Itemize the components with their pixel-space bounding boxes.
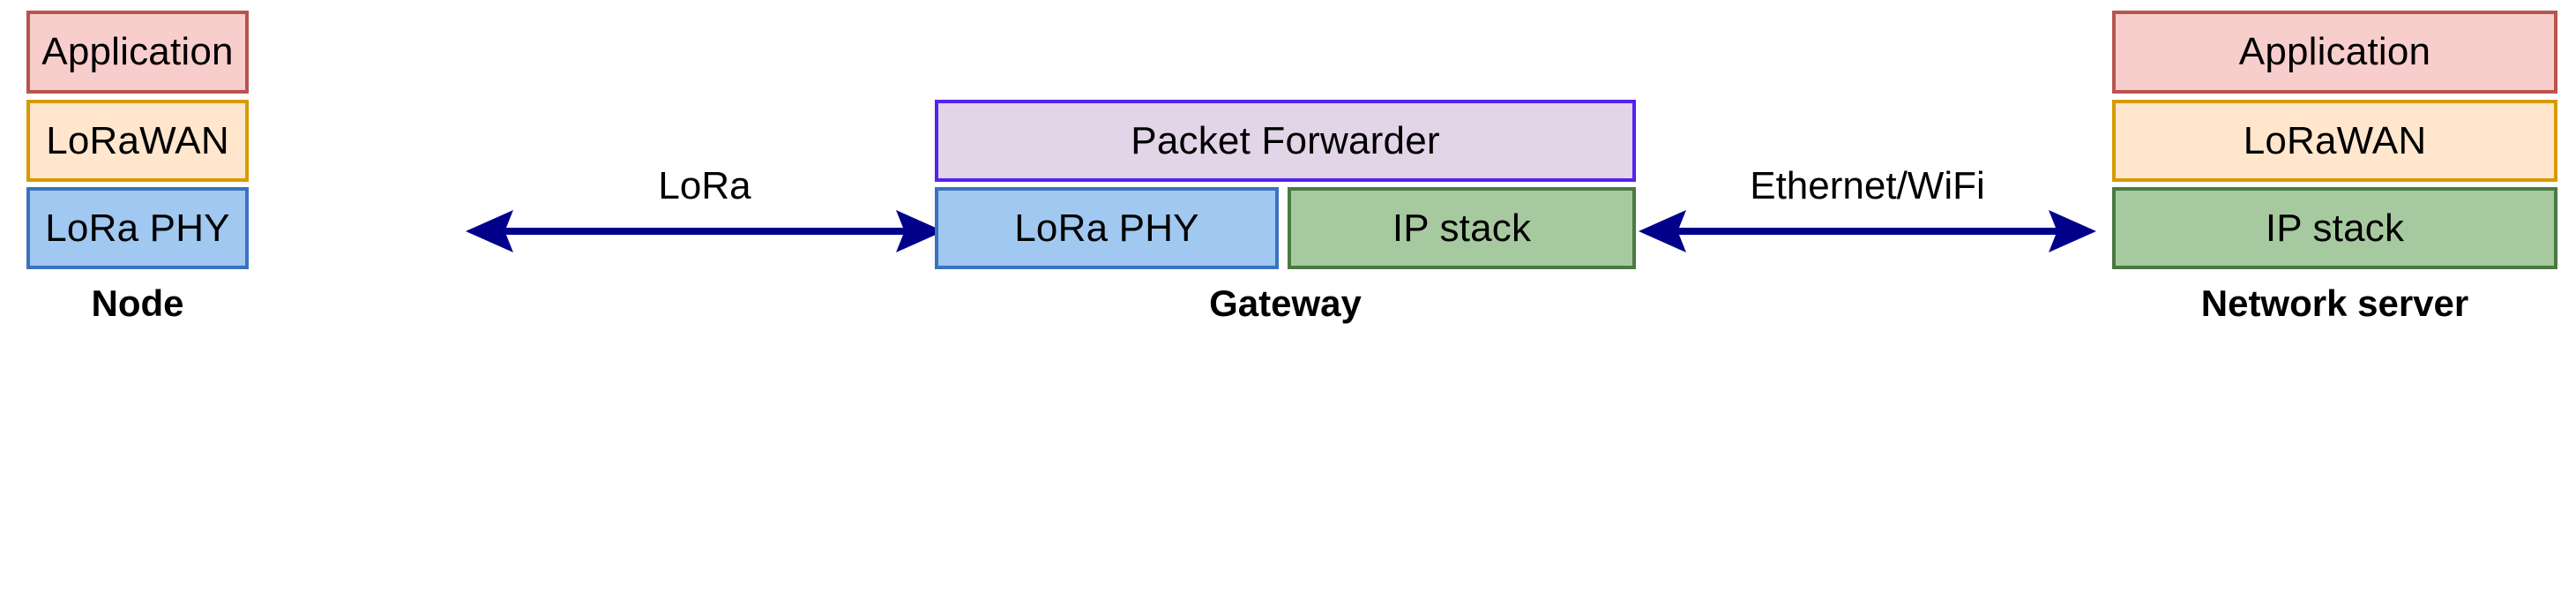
node-layer-lorawan: LoRaWAN <box>26 100 249 182</box>
node-group-label: Node <box>91 282 184 324</box>
gateway-layer-lora-phy: LoRa PHY <box>935 187 1279 269</box>
network-server-group-label: Network server <box>2200 282 2469 324</box>
network-server-layer-ip-stack: IP stack <box>2112 187 2557 269</box>
gateway-layer-packet-forwarder: Packet Forwarder <box>935 100 1636 182</box>
ethernet-wifi-bidirectional-arrow-icon <box>1639 205 2096 258</box>
gateway-layer-ip-stack: IP stack <box>1288 187 1636 269</box>
lora-link-label: LoRa <box>658 164 751 207</box>
lora-bidirectional-arrow-icon <box>466 205 944 258</box>
node-layer-lora-phy: LoRa PHY <box>26 187 249 269</box>
node-layer-application: Application <box>26 11 249 94</box>
network-server-layer-lorawan: LoRaWAN <box>2112 100 2557 182</box>
gateway-group-label: Gateway <box>1209 282 1362 324</box>
network-server-layer-application: Application <box>2112 11 2557 94</box>
ethernet-wifi-link-label: Ethernet/WiFi <box>1750 164 1985 207</box>
